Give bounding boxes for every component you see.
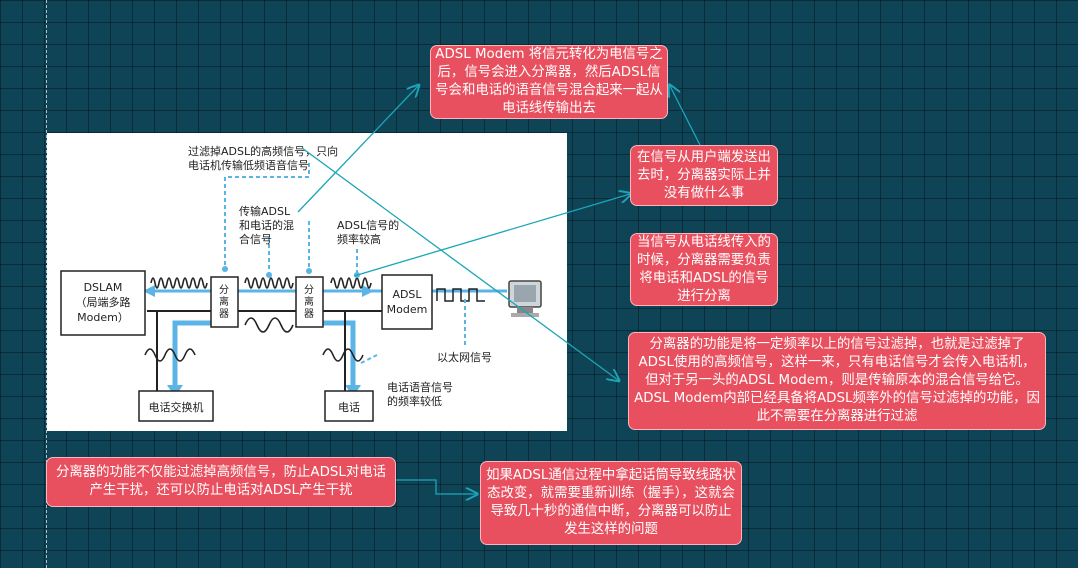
- adsl-modem-box: [381, 274, 433, 330]
- annotation-filter-text: 过滤掉ADSL的高频信号，只向电话机传输低频语音信号: [188, 144, 338, 172]
- pointer-dot-3: [306, 268, 312, 274]
- dashed-guide-line: [46, 0, 47, 568]
- phone-label: 电话: [338, 401, 360, 414]
- pointer-voice: [360, 354, 378, 364]
- connector-n2: [670, 86, 701, 146]
- connector-n3: [353, 194, 630, 277]
- pointer-filter: [224, 163, 310, 205]
- splitter-left-box: [210, 276, 239, 328]
- hf-wave-middle: [244, 277, 294, 289]
- splitter-left-label: 分离器: [219, 284, 229, 320]
- connector-n6: [395, 479, 476, 494]
- note-modem-to-splitter: ADSL Modem 将信元转化为电信号之后，信号会进入分离器，然后ADSL信号…: [430, 45, 668, 119]
- note-retraining: 如果ADSL通信过程中拿起话筒导致线路状态改变，就需要重新训练（握手），这就会导…: [480, 461, 742, 545]
- ethernet-label: 以太网信号: [437, 351, 492, 364]
- label-adsl-high-freq: ADSL信号的频率较高: [337, 218, 399, 246]
- lf-wave-phone: [322, 348, 364, 362]
- pointer-dot-1: [222, 266, 228, 272]
- hf-wave-right: [330, 277, 372, 289]
- left-arrowhead: [143, 285, 155, 297]
- note-upstream-splitter: 在信号从用户端发送出去时，分离器实际上并没有做什么事: [630, 145, 778, 206]
- lf-wave-switch: [144, 348, 196, 362]
- note-splitter-function: 分离器的功能是将一定频率以上的信号过滤掉，也就是过滤掉了ADSL使用的高频信号，…: [628, 332, 1046, 430]
- splitter-right-box: [295, 276, 324, 328]
- note-interference: 分离器的功能不仅能过滤掉高频信号，防止ADSL对电话产生干扰，还可以防止电话对A…: [46, 457, 396, 507]
- splitter-right-label: 分离器: [304, 284, 314, 320]
- lf-wave-middle: [244, 317, 294, 333]
- voice-low-freq-label: 电话语音信号的频率较低: [387, 380, 453, 408]
- computer-icon: [508, 280, 542, 317]
- phone-box: [324, 390, 374, 422]
- right-arrowhead: [362, 285, 374, 297]
- hf-wave-left: [150, 277, 208, 289]
- phone-switch-box: [138, 390, 214, 422]
- connector-n4: [301, 147, 618, 380]
- pointer-dot-2: [266, 272, 272, 278]
- ethernet-wave: [436, 288, 485, 302]
- phone-switch-label: 电话交换机: [149, 400, 204, 414]
- connector-n1: [297, 86, 418, 213]
- dslam-box: [60, 270, 146, 336]
- note-downstream-splitter: 当信号从电话线传入的时候，分离器需要负责将电话和ADSL的信号进行分离: [630, 233, 778, 306]
